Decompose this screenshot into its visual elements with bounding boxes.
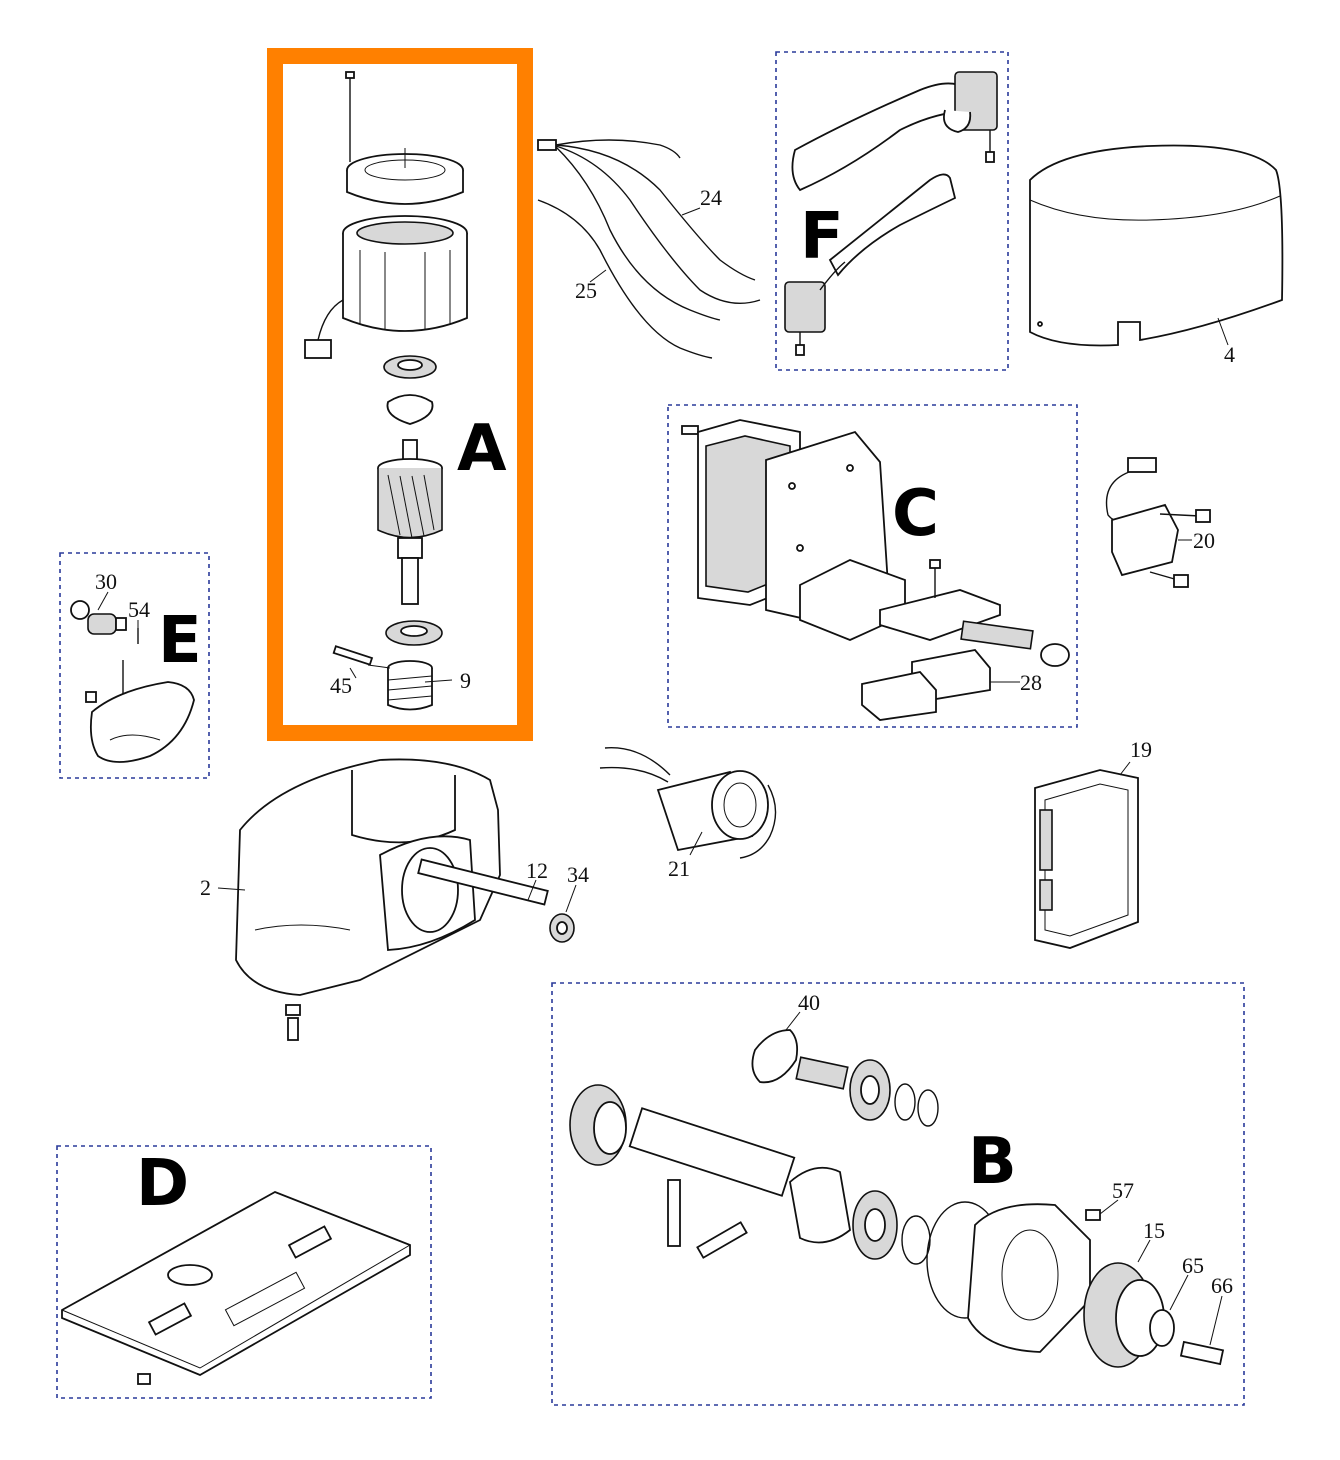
group-d-box[interactable] — [56, 1145, 432, 1399]
part-number-40: 40 — [798, 990, 820, 1015]
part-number-12: 12 — [526, 858, 548, 883]
part-number-25: 25 — [575, 278, 597, 303]
group-label-d[interactable]: D — [136, 1147, 189, 1221]
part-number-4: 4 — [1224, 342, 1235, 367]
part-number-24: 24 — [700, 185, 722, 210]
part-number-21: 21 — [668, 856, 690, 881]
part-number-54: 54 — [128, 597, 150, 622]
part-number-57: 57 — [1112, 1178, 1134, 1203]
limit-switch-bracket — [681, 419, 1070, 721]
part-number-15: 15 — [1143, 1218, 1165, 1243]
part-number-66: 66 — [1211, 1273, 1233, 1298]
cable-assembly — [784, 71, 998, 356]
group-f-box[interactable] — [775, 51, 1009, 371]
group-label-b[interactable]: B — [968, 1125, 1017, 1199]
part-number-30: 30 — [95, 569, 117, 594]
group-label-a[interactable]: A — [457, 412, 507, 486]
group-a-highlight-box[interactable] — [267, 48, 533, 741]
gearbox-housing — [235, 758, 575, 1041]
motor-cover — [1029, 144, 1284, 347]
part-number-45: 45 — [330, 673, 352, 698]
part-number-34: 34 — [567, 862, 589, 887]
capacitor — [599, 747, 777, 859]
base-plate — [61, 1191, 411, 1385]
part-number-20: 20 — [1193, 528, 1215, 553]
group-b-box[interactable] — [551, 982, 1245, 1406]
group-c-box[interactable] — [667, 404, 1078, 728]
part-number-2: 2 — [200, 875, 211, 900]
group-label-e[interactable]: E — [158, 604, 202, 678]
relay-module — [1105, 457, 1211, 588]
wire-harness — [537, 139, 761, 359]
motor-assembly — [304, 71, 468, 711]
group-label-c[interactable]: C — [892, 477, 939, 551]
leader-lines — [97, 207, 1229, 1346]
output-shaft-assembly — [569, 1029, 1225, 1368]
group-e-box[interactable] — [59, 552, 210, 779]
part-number-28: 28 — [1020, 670, 1042, 695]
part-number-9: 9 — [460, 668, 471, 693]
part-number-19: 19 — [1130, 737, 1152, 762]
group-label-f[interactable]: F — [800, 200, 844, 274]
part-number-65: 65 — [1182, 1253, 1204, 1278]
control-board — [1034, 769, 1139, 949]
manual-release-assembly — [70, 600, 195, 763]
